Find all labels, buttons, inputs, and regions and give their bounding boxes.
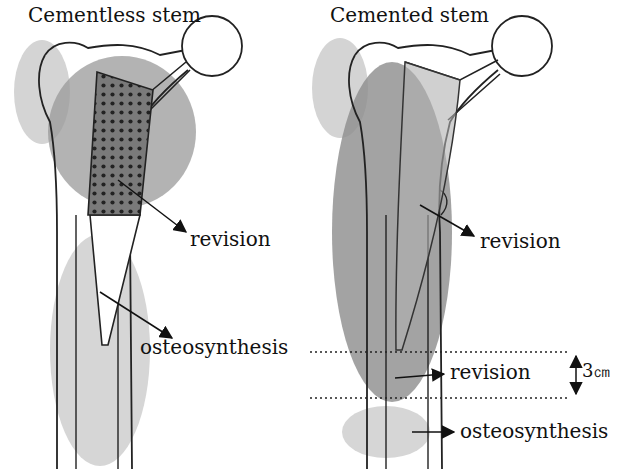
femur-outline (349, 43, 498, 469)
femoral-head (492, 16, 552, 76)
leader-arrow (118, 180, 186, 232)
leader-arrow (100, 292, 172, 338)
region-label: osteosynthesis (460, 420, 608, 442)
leader-arrow (412, 431, 454, 433)
region-label: osteosynthesis (140, 336, 288, 358)
porous-coating (88, 72, 153, 215)
dimension-label: 3㎝ (582, 361, 611, 381)
cemented-stem (396, 62, 460, 350)
region-label: revision (480, 230, 561, 252)
leader-arrow (395, 374, 444, 378)
dotted-line (310, 351, 570, 352)
figure-title: Cementless stem (28, 4, 201, 26)
stem-tip (90, 215, 140, 345)
region-label: revision (190, 228, 271, 250)
leader-arrow (420, 205, 474, 236)
dimension-arrow (575, 356, 577, 394)
figure-title: Cemented stem (330, 4, 489, 26)
region-label: revision (450, 361, 531, 383)
femur-outline (39, 43, 188, 469)
dotted-line (310, 397, 570, 398)
